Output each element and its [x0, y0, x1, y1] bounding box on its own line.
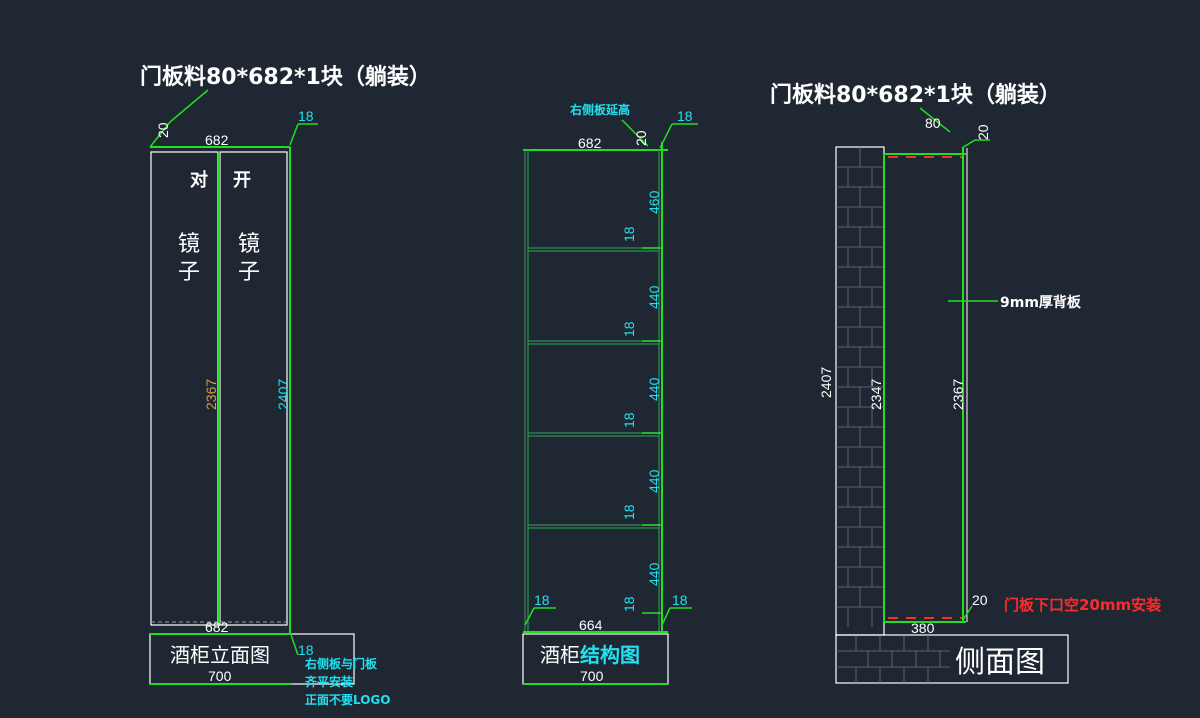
side-red-note: 门板下口空20mm安装 — [1004, 596, 1162, 614]
text-dui: 对 — [190, 169, 208, 191]
side-view: 门板料80*682*1块（躺装） 80 20 — [770, 82, 1162, 684]
side-dim-20-bottom: 20 — [972, 592, 988, 608]
structure-view: 右侧板延高 682 20 18 460 440 440 440 440 — [522, 102, 698, 685]
text-kai: 开 — [233, 170, 251, 191]
elevation-view: 门板料80*682*1块（躺装） 682 20 18 对 开 镜 子 镜 子 2… — [140, 64, 431, 707]
side-title-leader — [919, 107, 951, 133]
structure-label: 酒柜结构图 — [540, 643, 640, 667]
leader-20-h — [169, 89, 209, 123]
shelf-dim-1: 460 — [646, 190, 662, 214]
side-dim-2407: 2407 — [818, 367, 834, 398]
dim-top-18: 18 — [298, 108, 314, 124]
dim-top-682: 682 — [205, 132, 229, 148]
structure-dim-18-top: 18 — [677, 108, 693, 124]
thick-dim-2: 18 — [621, 321, 637, 337]
structure-dim-682: 682 — [578, 135, 602, 151]
dim-bottom-682: 682 — [205, 619, 229, 635]
structure-dim-20: 20 — [633, 130, 649, 146]
side-title: 门板料80*682*1块（躺装） — [770, 82, 1061, 108]
leader-20 — [149, 121, 171, 148]
structure-label-part-1: 酒柜 — [540, 643, 580, 667]
dim-2367: 2367 — [203, 379, 219, 410]
structure-bottom-leader-right — [661, 607, 671, 626]
elevation-label: 酒柜立面图 — [170, 643, 270, 667]
shelf-dim-5: 440 — [646, 562, 662, 586]
structure-dim-18-bl: 18 — [534, 592, 550, 608]
structure-dim-700: 700 — [580, 668, 604, 684]
side-dim-80: 80 — [925, 115, 941, 131]
shelf-dim-3: 440 — [646, 377, 662, 401]
note-extend-leader — [621, 119, 649, 147]
shelf-lines — [528, 247, 659, 529]
leader-18 — [289, 123, 299, 146]
thickness-leaders — [642, 247, 662, 614]
dim-bottom-18-leader — [289, 631, 299, 656]
mirror-right-1: 镜 — [238, 232, 260, 257]
structure-dim-18-br: 18 — [672, 592, 688, 608]
mirror-left-2: 子 — [178, 260, 200, 285]
side-label: 侧面图 — [955, 645, 1045, 680]
back-panel-note: 9mm厚背板 — [1000, 294, 1082, 311]
side-dim-20-top: 20 — [975, 124, 991, 140]
dim-bottom-18: 18 — [298, 642, 314, 658]
structure-bottom-leader-left — [524, 607, 535, 626]
side-leader-20 — [961, 139, 990, 149]
mirror-right-2: 子 — [238, 260, 260, 285]
side-leader-20-bottom — [962, 605, 973, 621]
note-right-panel-extend: 右侧板延高 — [569, 102, 630, 117]
dim-top-20: 20 — [155, 122, 171, 138]
thick-dim-3: 18 — [621, 412, 637, 428]
side-dim-2347: 2347 — [868, 379, 884, 410]
thick-dim-1: 18 — [621, 226, 637, 242]
thick-dim-5: 18 — [621, 596, 637, 612]
elevation-title: 门板料80*682*1块（躺装） — [140, 64, 431, 90]
note-line-2: 齐平安装 — [305, 674, 353, 689]
thick-dim-4: 18 — [621, 504, 637, 520]
shelf-dim-2: 440 — [646, 285, 662, 309]
structure-label-part-2: 结构图 — [580, 643, 640, 667]
note-line-3: 正面不要LOGO — [305, 692, 390, 707]
structure-dim-664: 664 — [579, 617, 603, 633]
dim-2407: 2407 — [275, 379, 291, 410]
mirror-left-1: 镜 — [178, 232, 200, 257]
note-line-1: 右侧板与门板 — [304, 656, 378, 671]
side-dim-380: 380 — [911, 620, 935, 636]
shelf-dim-4: 440 — [646, 469, 662, 493]
side-dim-2367: 2367 — [950, 379, 966, 410]
dim-base-700: 700 — [208, 668, 232, 684]
